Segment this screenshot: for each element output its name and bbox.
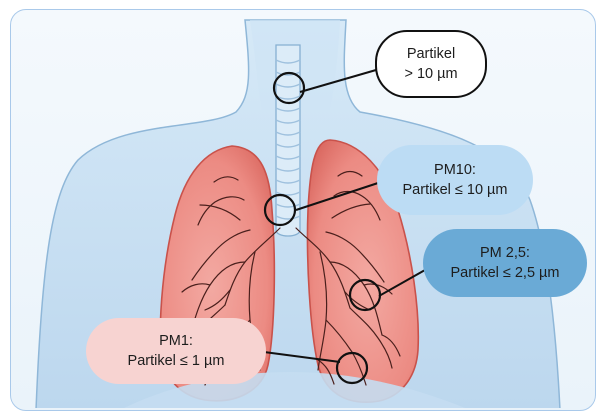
label-pm10-line1: PM10:: [403, 160, 508, 180]
label-pm25-line1: PM 2,5:: [451, 243, 560, 263]
label-coarse-line1: Partikel: [404, 44, 457, 64]
label-pm1: PM1: Partikel ≤ 1 µm: [86, 318, 266, 384]
label-pm1-line2: Partikel ≤ 1 µm: [128, 351, 225, 371]
label-pm10: PM10: Partikel ≤ 10 µm: [377, 145, 533, 215]
label-coarse-particles: Partikel > 10 µm: [375, 30, 487, 98]
label-pm25: PM 2,5: Partikel ≤ 2,5 µm: [423, 229, 587, 297]
label-coarse-line2: > 10 µm: [404, 64, 457, 84]
label-pm1-line1: PM1:: [128, 331, 225, 351]
label-pm25-line2: Partikel ≤ 2,5 µm: [451, 263, 560, 283]
label-pm10-line2: Partikel ≤ 10 µm: [403, 180, 508, 200]
